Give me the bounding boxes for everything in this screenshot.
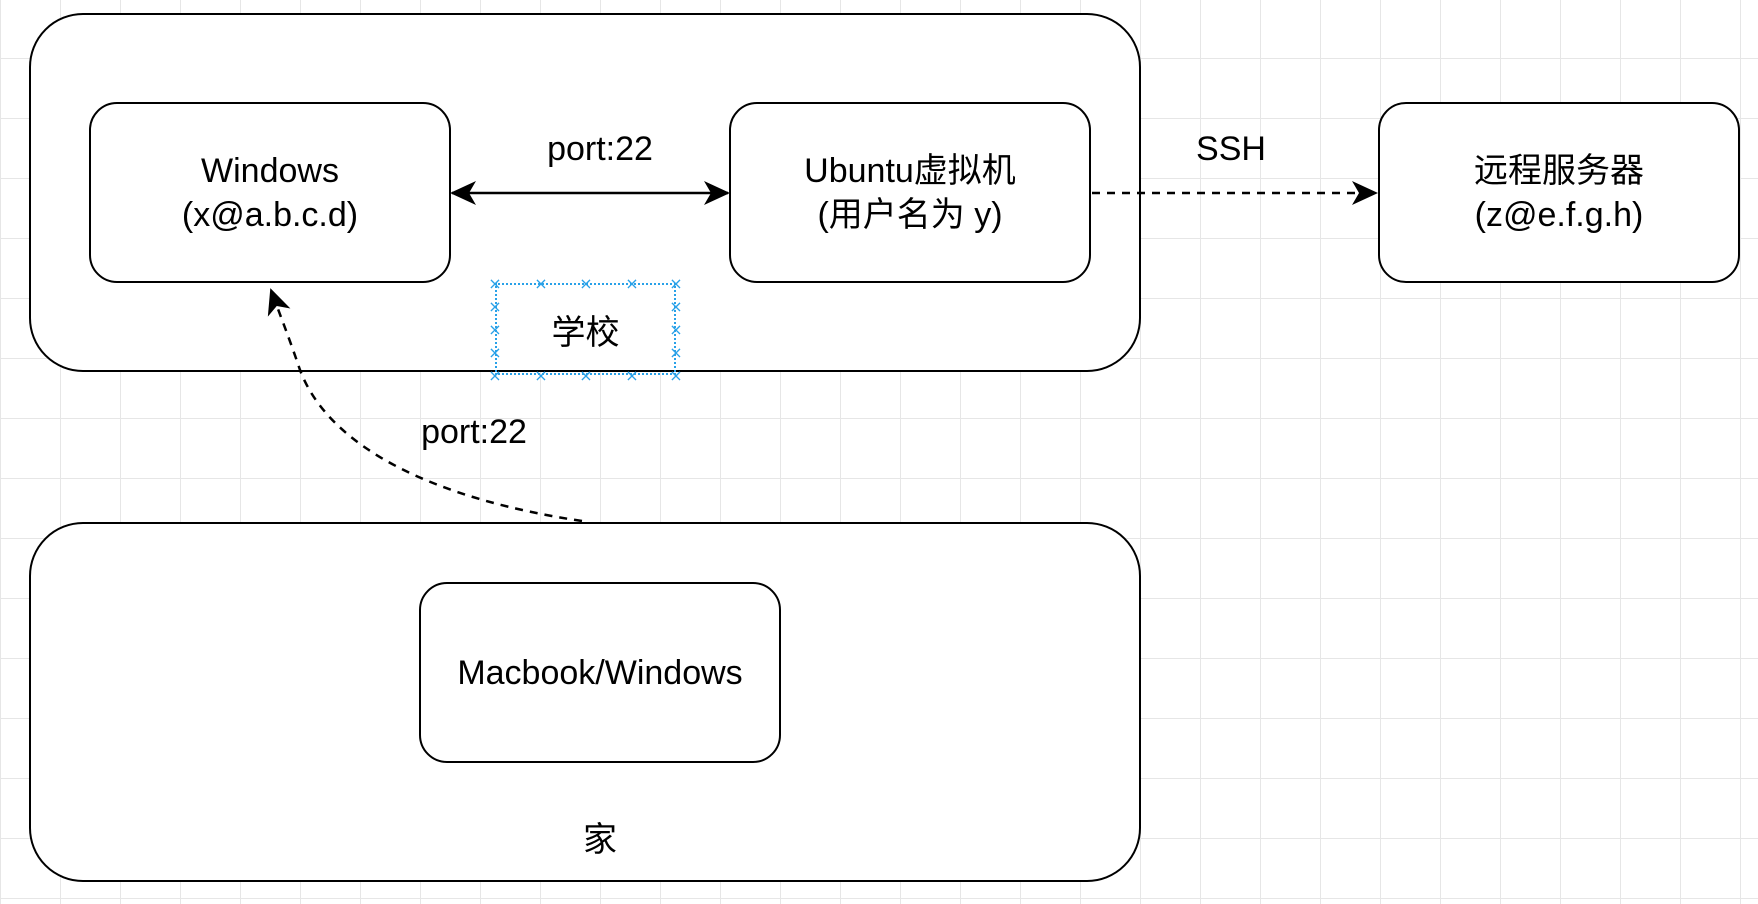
selection-handle-icon[interactable]: × <box>625 366 638 385</box>
remote-server-node-title: 远程服务器 <box>1474 151 1644 190</box>
selection-handle-icon[interactable]: × <box>488 320 501 339</box>
selection-handle-icon[interactable]: × <box>669 366 682 385</box>
ubuntu-vm-node-user: (用户名为 y) <box>817 195 1003 234</box>
selection-handle-icon[interactable]: × <box>625 274 638 293</box>
selection-handle-icon[interactable]: × <box>534 274 547 293</box>
windows-node[interactable]: Windows (x@a.b.c.d) <box>89 102 451 283</box>
windows-node-address: (x@a.b.c.d) <box>181 195 359 234</box>
selection-handle-icon[interactable]: × <box>579 274 592 293</box>
remote-server-node-address: (z@e.f.g.h) <box>1474 195 1644 234</box>
selection-handle-icon[interactable]: × <box>488 366 501 385</box>
selection-handle-icon[interactable]: × <box>534 366 547 385</box>
school-label[interactable]: 学校 <box>551 313 620 352</box>
remote-server-node[interactable]: 远程服务器 (z@e.f.g.h) <box>1378 102 1740 283</box>
selection-handle-icon[interactable]: × <box>579 366 592 385</box>
selection-handle-icon[interactable]: × <box>669 320 682 339</box>
selection-handle-icon[interactable]: × <box>669 274 682 293</box>
home-windows-port-label[interactable]: port:22 <box>421 413 527 451</box>
home-label[interactable]: 家 <box>583 821 617 859</box>
home-device-node-title: Macbook/Windows <box>457 653 743 692</box>
selection-handle-icon[interactable]: × <box>669 343 682 362</box>
selection-handle-icon[interactable]: × <box>488 297 501 316</box>
ubuntu-vm-node-title: Ubuntu虚拟机 <box>804 151 1016 190</box>
home-windows-connector[interactable] <box>267 288 583 523</box>
windows-ubuntu-port-label[interactable]: port:22 <box>547 130 653 168</box>
school-label-selection[interactable]: 学校 <box>495 283 676 375</box>
ubuntu-vm-node[interactable]: Ubuntu虚拟机 (用户名为 y) <box>729 102 1091 283</box>
home-device-node[interactable]: Macbook/Windows <box>419 582 781 763</box>
windows-node-title: Windows <box>201 151 339 190</box>
selection-handle-icon[interactable]: × <box>488 343 501 362</box>
ssh-label[interactable]: SSH <box>1196 130 1266 168</box>
selection-handle-icon[interactable]: × <box>669 297 682 316</box>
selection-handle-icon[interactable]: × <box>488 274 501 293</box>
